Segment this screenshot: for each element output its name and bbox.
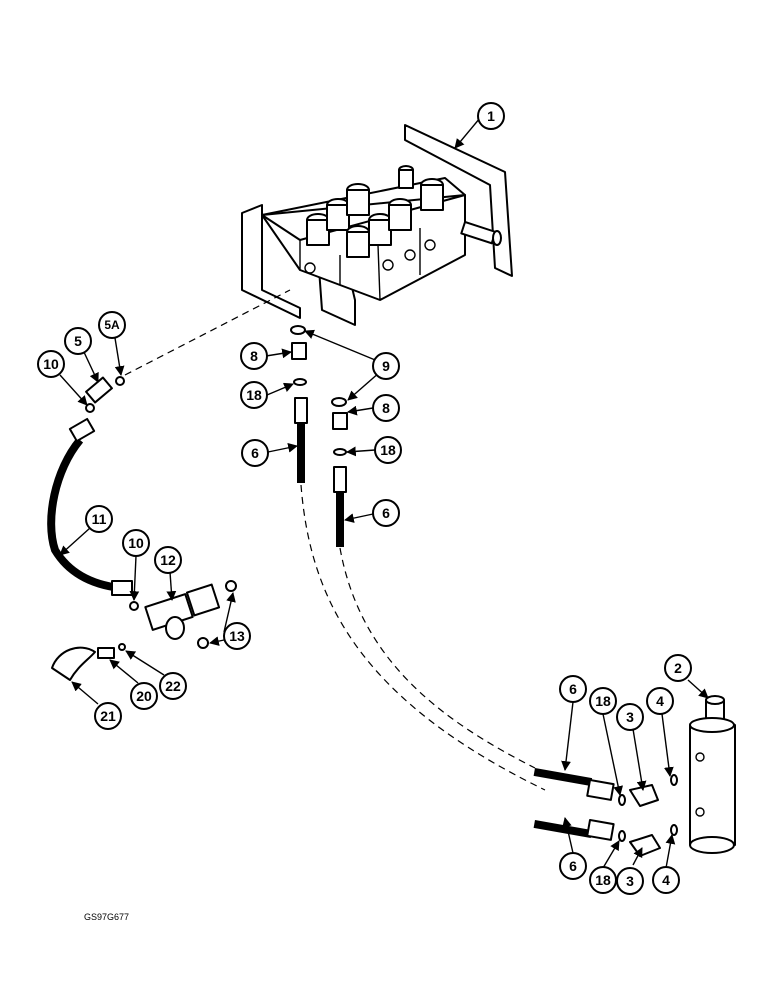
callout-5a: 5A: [98, 311, 126, 339]
svg-text:6: 6: [569, 681, 577, 697]
callout-6-left: 6: [241, 439, 269, 467]
svg-text:13: 13: [229, 628, 245, 644]
svg-text:3: 3: [626, 873, 634, 889]
svg-text:5A: 5A: [104, 318, 120, 332]
svg-text:11: 11: [92, 511, 107, 527]
clip-and-plug: [51, 643, 126, 681]
tee-fitting: [129, 580, 237, 649]
svg-text:2: 2: [674, 660, 682, 676]
svg-text:12: 12: [160, 552, 176, 568]
svg-text:18: 18: [246, 387, 262, 403]
callout-8-left: 8: [240, 342, 268, 370]
svg-text:6: 6: [251, 445, 259, 461]
svg-text:18: 18: [380, 442, 396, 458]
svg-text:3: 3: [626, 709, 634, 725]
callout-3-lower: 3: [616, 867, 644, 895]
callout-11: 11: [85, 505, 113, 533]
valve-block-assembly: [241, 124, 513, 326]
tube-fittings-upper: [290, 325, 348, 547]
callout-18-left: 18: [240, 381, 268, 409]
callout-9: 9: [372, 352, 400, 380]
svg-text:22: 22: [165, 678, 181, 694]
elbow-fitting: [85, 376, 125, 413]
callout-3-upper: 3: [616, 703, 644, 731]
callout-13: 13: [223, 622, 251, 650]
callout-22: 22: [159, 672, 187, 700]
callout-2: 2: [664, 654, 692, 682]
svg-text:18: 18: [595, 872, 611, 888]
callout-8-right: 8: [372, 394, 400, 422]
callout-18-right: 18: [374, 436, 402, 464]
tube-fittings-lower: [533, 768, 678, 857]
hydraulic-cylinder: [689, 695, 736, 854]
svg-text:4: 4: [662, 872, 670, 888]
svg-text:5: 5: [74, 333, 82, 349]
svg-text:8: 8: [250, 348, 258, 364]
svg-text:8: 8: [382, 400, 390, 416]
callout-18-lower-lower: 18: [589, 866, 617, 894]
leader-lines: [59, 117, 709, 869]
hose-assembly: [47, 417, 133, 596]
callout-6-lower-upper: 6: [559, 675, 587, 703]
svg-text:21: 21: [100, 708, 116, 724]
svg-text:6: 6: [382, 505, 390, 521]
callout-20: 20: [130, 682, 158, 710]
callout-18-lower-upper: 18: [589, 687, 617, 715]
svg-text:10: 10: [128, 535, 144, 551]
callout-6-right: 6: [372, 499, 400, 527]
svg-text:18: 18: [595, 693, 611, 709]
callout-21: 21: [94, 702, 122, 730]
svg-text:6: 6: [569, 858, 577, 874]
svg-text:20: 20: [136, 688, 152, 704]
callout-10-lower: 10: [122, 529, 150, 557]
callout-4-lower: 4: [652, 866, 680, 894]
callout-6-lower-lower: 6: [559, 852, 587, 880]
callout-5: 5: [64, 327, 92, 355]
callout-10-upper: 10: [37, 350, 65, 378]
callout-12: 12: [154, 546, 182, 574]
routing-lines: [124, 289, 546, 791]
svg-text:1: 1: [487, 108, 495, 124]
svg-text:10: 10: [43, 356, 59, 372]
svg-text:4: 4: [656, 693, 664, 709]
callout-1: 1: [477, 102, 505, 130]
drawing-code-label: GS97G677: [84, 912, 129, 922]
callout-4-upper: 4: [646, 687, 674, 715]
svg-text:9: 9: [382, 358, 390, 374]
